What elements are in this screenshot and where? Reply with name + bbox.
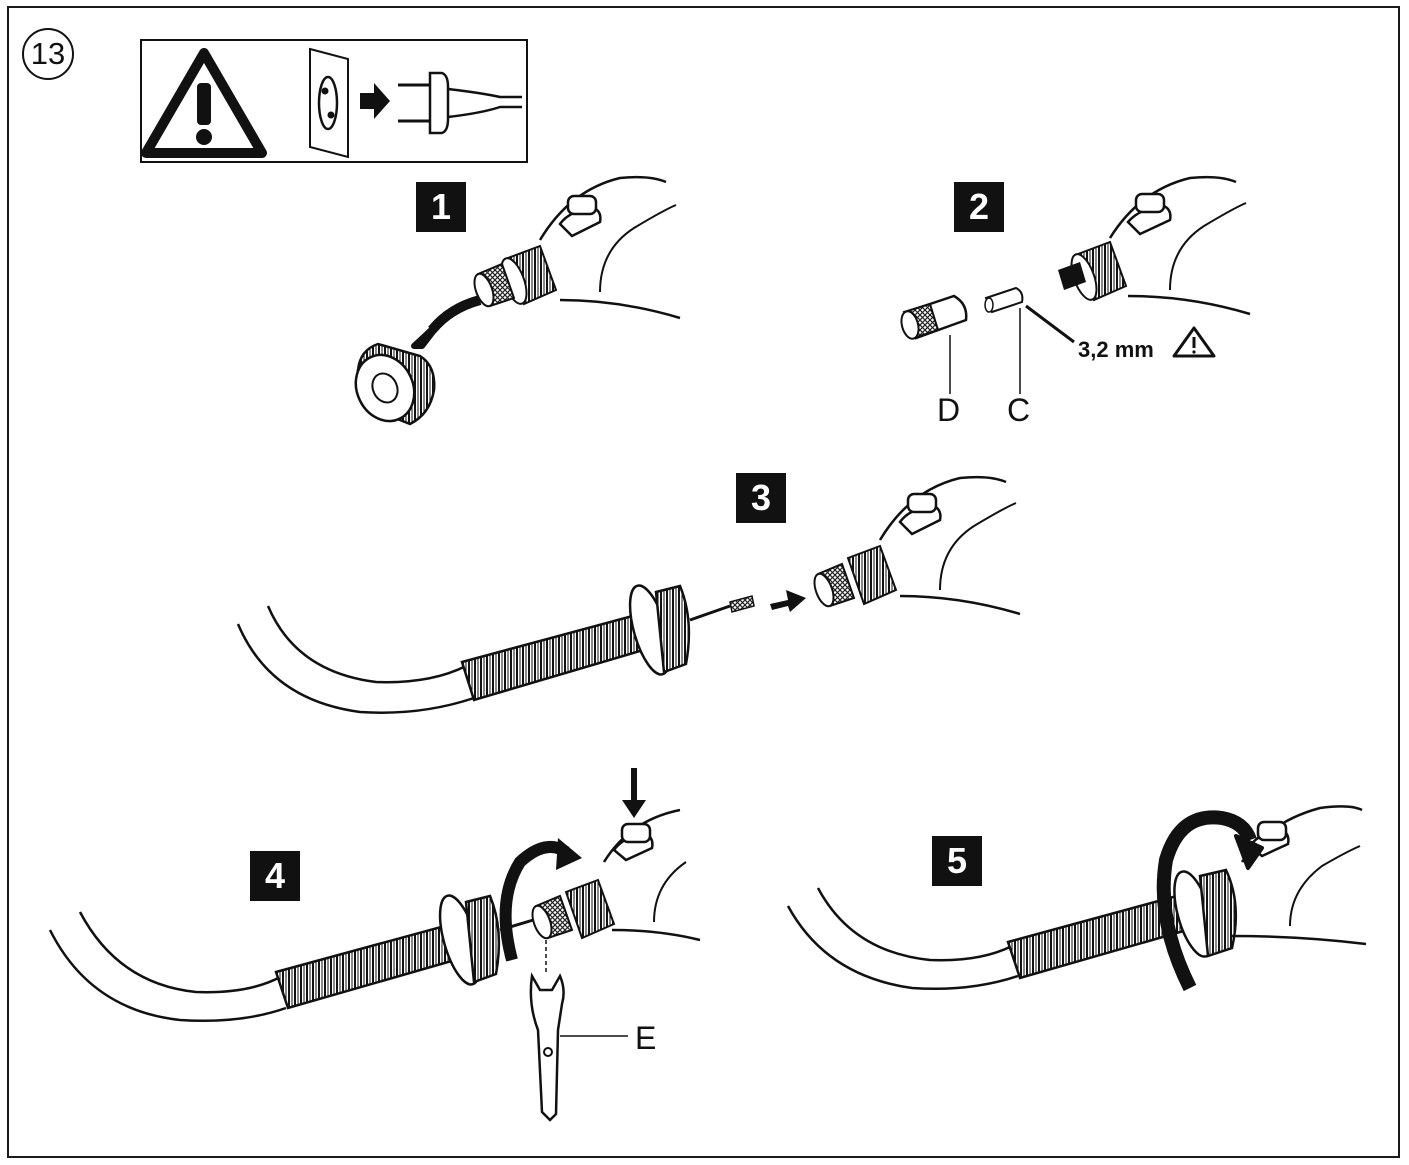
shaft-nut xyxy=(1173,868,1238,958)
rotary-tool-housing xyxy=(538,175,681,320)
warning-triangle-icon xyxy=(1172,326,1216,358)
step-1-illustration xyxy=(354,175,681,426)
step-5-badge: 5 xyxy=(932,836,982,886)
step-2-badge: 2 xyxy=(954,182,1004,232)
step-5-illustration xyxy=(786,805,1367,992)
figure-number: 13 xyxy=(22,28,74,80)
spanner-wrench-e xyxy=(529,940,628,1122)
step-2-illustration xyxy=(900,175,1251,394)
collet-c xyxy=(984,286,1075,394)
housing-thread xyxy=(500,244,558,306)
part-label-d: D xyxy=(937,392,961,428)
unplug-from-socket-icon xyxy=(309,47,522,159)
flexible-shaft-hose xyxy=(48,911,464,1023)
curved-arrow-icon xyxy=(411,295,482,349)
collet-nut-d xyxy=(900,294,968,394)
press-down-arrow-icon xyxy=(622,768,646,818)
rotate-arrow-icon xyxy=(1156,810,1264,992)
figure-frame xyxy=(7,6,1400,1158)
shaft-nut xyxy=(628,584,755,676)
nose-cap xyxy=(354,342,436,426)
step-1-badge: 1 xyxy=(416,182,466,232)
flexible-shaft-hose xyxy=(236,605,652,714)
flexible-shaft-hose xyxy=(786,887,1196,991)
rotary-tool-housing xyxy=(1108,175,1251,316)
step-3-badge: 3 xyxy=(736,473,786,523)
rotary-tool-housing xyxy=(531,808,701,942)
part-label-c: C xyxy=(1007,392,1031,428)
collet-size-label: 3,2 mm xyxy=(1078,337,1154,362)
part-label-e: E xyxy=(635,1020,657,1056)
rotate-arrow-icon xyxy=(499,838,582,962)
collet-nut xyxy=(473,262,516,308)
warning-triangle-icon xyxy=(141,48,267,158)
rotary-tool-housing xyxy=(813,475,1021,616)
rotary-tool-housing xyxy=(1231,805,1367,946)
step-3-illustration xyxy=(236,475,1021,714)
step-4-illustration xyxy=(48,768,701,1122)
housing-thread xyxy=(1058,240,1128,302)
shaft-nut xyxy=(438,894,541,986)
unplug-warning-box xyxy=(140,39,528,163)
step-4-badge: 4 xyxy=(250,851,300,901)
arrow-right-icon xyxy=(770,590,806,612)
